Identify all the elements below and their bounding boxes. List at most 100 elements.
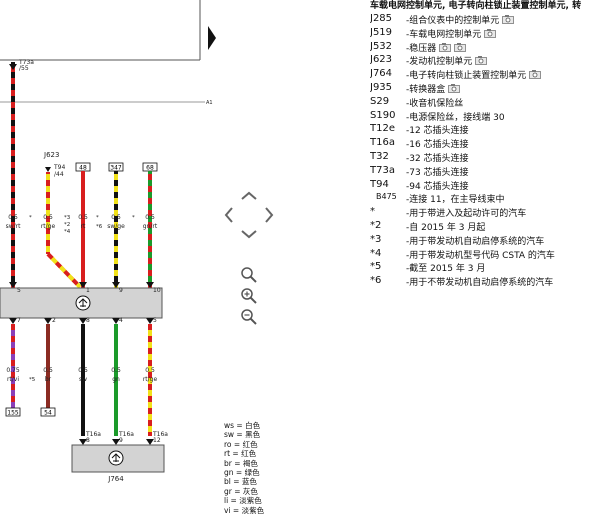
t94-pin: /44 <box>54 171 64 178</box>
pan-up-icon[interactable] <box>241 191 257 200</box>
pin-number: 5 <box>17 287 21 294</box>
pan-down-icon[interactable] <box>241 230 257 239</box>
legend-code: J623 <box>370 54 393 66</box>
connector-arrow <box>146 318 154 324</box>
legend-row: J764-电子转向柱锁止装置控制单元 <box>370 67 602 81</box>
wire-color: gn/rt <box>143 223 158 230</box>
zoom-out-icon[interactable] <box>240 308 258 326</box>
legend-desc-text: -电子转向柱锁止装置控制单元 <box>406 71 527 82</box>
camera-icon[interactable] <box>448 83 461 93</box>
box-label-54: 54 <box>44 410 52 417</box>
connector-arrow <box>79 318 87 324</box>
expand-arrow[interactable] <box>208 26 216 50</box>
wire-size: 0.5 <box>78 367 88 374</box>
color-name: 黑色 <box>245 430 261 440</box>
zoom-fit-icon[interactable] <box>240 266 258 284</box>
legend-desc: -32 芯插头连接 <box>406 151 469 164</box>
color-code-row: rt = 红色 <box>224 449 257 459</box>
wire-color: rt/vi <box>7 376 19 383</box>
legend-row: *4 -用于带发动机型号代码 CSTA 的汽车 <box>370 247 602 261</box>
legend-desc: -用于带发动机自动启停系统的汽车 <box>406 234 544 247</box>
legend-code: B475 <box>376 192 397 202</box>
t16a-label: T16a <box>118 431 134 438</box>
legend-desc: -车载电网控制单元 <box>406 27 497 40</box>
legend-code: T16a <box>370 137 395 149</box>
wire-gn-rt <box>148 171 152 288</box>
connector-arrow <box>79 439 87 445</box>
legend-code: J519 <box>370 26 393 38</box>
legend-code: *4 <box>370 247 382 259</box>
legend-desc: -用于不带发动机自动启停系统的汽车 <box>406 275 553 288</box>
legend-row: J532 -稳压器 <box>370 40 602 54</box>
legend-row: T94 -94 芯插头连接 <box>370 178 602 192</box>
color-name: 红色 <box>242 439 258 449</box>
color-name: 淡紫色 <box>241 505 265 515</box>
legend-desc: -截至 2015 年 3 月 <box>406 261 485 274</box>
box-label-155: 155 <box>7 410 19 417</box>
pan-left-icon[interactable] <box>224 207 233 223</box>
j623-label: J623 <box>43 151 59 159</box>
legend-desc-text: -连接 11，在主导线束中 <box>406 195 505 206</box>
legend-title: 车载电网控制单元, 电子转向柱锁止装置控制单元, 转 <box>370 1 582 11</box>
legend-desc-text: -发动机控制单元 <box>406 57 473 68</box>
t16a-label: T16a <box>85 431 101 438</box>
connector-arrow <box>146 282 154 288</box>
legend-desc-text: -稳压器 <box>406 43 437 54</box>
wire-color: sw/ge <box>107 223 125 230</box>
legend-code: *2 <box>370 219 382 231</box>
camera-icon[interactable] <box>529 70 542 80</box>
legend-desc-text: -电源保险丝，接线端 30 <box>406 112 505 123</box>
legend-desc-text: -73 芯插头连接 <box>406 167 469 178</box>
legend-desc: -16 芯插头连接 <box>406 137 469 150</box>
color-name: 红色 <box>241 449 257 459</box>
note-mark: * <box>132 215 135 221</box>
camera-icon[interactable] <box>484 28 497 38</box>
pin-number: 2 <box>52 317 56 324</box>
legend-code: T12e <box>370 123 395 135</box>
color-code-row: br = 褐色 <box>224 458 258 468</box>
note-mark: *6 <box>96 224 103 230</box>
camera-icon[interactable] <box>475 56 488 66</box>
wire-size: 0.5 <box>145 367 155 374</box>
zoom-in-icon[interactable] <box>240 287 258 305</box>
wire-sw-ge <box>114 171 118 288</box>
ground-mark <box>78 298 88 307</box>
legend-row: B475 -连接 11，在主导线束中 <box>370 191 602 205</box>
camera-icon[interactable] <box>454 42 467 52</box>
wire-size: 0.75 <box>6 367 20 374</box>
box-label-48: 48 <box>79 165 87 172</box>
legend-desc: -电源保险丝，接线端 30 <box>406 110 505 123</box>
camera-icon[interactable] <box>439 42 452 52</box>
wire-size: 0.5 <box>78 214 88 221</box>
note-mark: *5 <box>29 377 36 383</box>
camera-icon[interactable] <box>502 15 515 24</box>
legend-desc-text: -94 芯插头连接 <box>406 181 469 192</box>
legend-row: *6 -用于不带发动机自动启停系统的汽车 <box>370 274 602 288</box>
legend-desc: -用于带发动机型号代码 CSTA 的汽车 <box>406 248 555 261</box>
connector-arrow <box>112 439 120 445</box>
legend-code: *6 <box>370 275 382 287</box>
legend-desc: -电子转向柱锁止装置控制单元 <box>406 68 542 82</box>
legend-code: J285 <box>370 13 393 24</box>
wire-color: sw <box>79 376 87 383</box>
component-legend: 车载电网控制单元, 电子转向柱锁止装置控制单元, 转 J285-组合仪表中的控制… <box>370 0 602 288</box>
color-code-row: ws = 白色 <box>224 421 261 430</box>
color-abbr: li <box>224 496 229 506</box>
wire-rt-ge-diagonal-yellow <box>46 252 82 289</box>
legend-code: T32 <box>370 150 389 162</box>
wire-sw <box>81 324 85 436</box>
legend-desc: -发动机控制单元 <box>406 54 488 68</box>
legend-row: T73a-73 芯插头连接 <box>370 164 602 178</box>
legend-desc-text: -用于带进入及起动许可的汽车 <box>406 209 527 220</box>
pan-right-icon[interactable] <box>265 207 274 223</box>
legend-desc-text: -用于带发动机型号代码 CSTA 的汽车 <box>406 250 555 261</box>
note-mark: *2 <box>64 222 70 228</box>
legend-row: *-用于带进入及起动许可的汽车 <box>370 205 602 219</box>
fuse-box-label <box>5 407 21 417</box>
legend-code: T94 <box>370 178 389 190</box>
legend-code: J532 <box>370 40 393 52</box>
legend-row: *3-用于带发动机自动启停系统的汽车 <box>370 233 602 247</box>
legend-desc: -收音机保险丝 <box>406 96 463 109</box>
color-abbr: bl <box>224 477 231 487</box>
ground-mark <box>111 453 121 462</box>
